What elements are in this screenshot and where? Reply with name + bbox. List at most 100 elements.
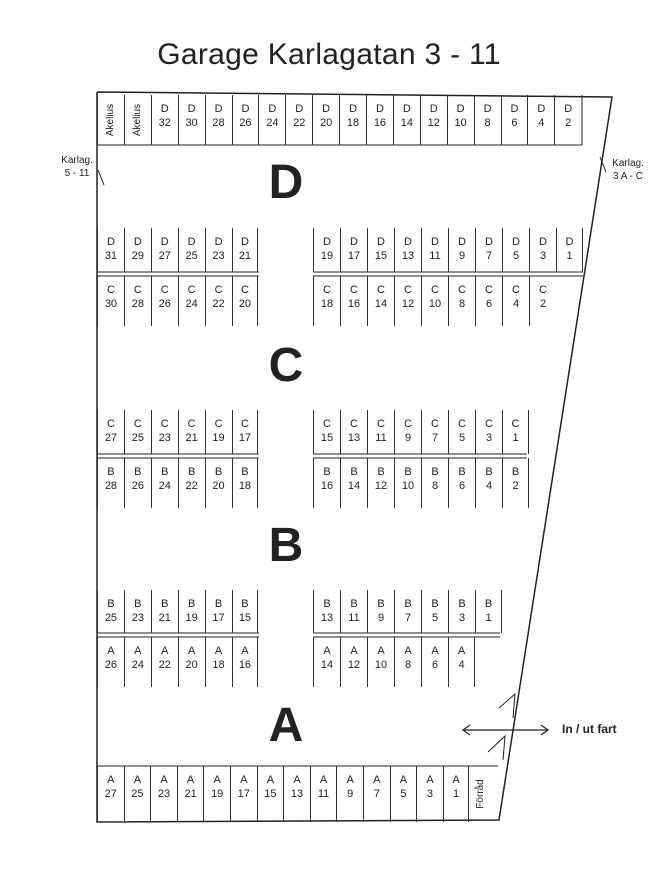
right-access-marker xyxy=(599,156,607,173)
slot-section: B xyxy=(458,466,466,478)
slot-section: A xyxy=(346,774,354,786)
slot-number: 10 xyxy=(428,298,442,310)
page-title: Garage Karlagatan 3 - 11 xyxy=(157,38,501,71)
slot-section: B xyxy=(404,466,412,478)
slot-section: A xyxy=(431,645,439,657)
slot-section: C xyxy=(431,284,439,296)
slot-number: 16 xyxy=(238,659,252,671)
slot-number: 28 xyxy=(212,117,225,129)
slot-section: C xyxy=(133,284,142,296)
slot-number: 19 xyxy=(320,250,334,262)
slot-section: B xyxy=(350,598,358,610)
slot-number: 1 xyxy=(566,250,573,262)
slot-number: 18 xyxy=(212,659,225,671)
slot-section: C xyxy=(485,284,493,296)
slot-section: D xyxy=(133,236,142,248)
slot-section: C xyxy=(133,418,142,430)
slot-section: B xyxy=(134,598,142,610)
slot-section: A xyxy=(319,774,328,786)
slot-number: 1 xyxy=(512,432,519,444)
slot-number: 31 xyxy=(104,250,118,262)
slot-section: D xyxy=(377,236,385,248)
slot-number: 24 xyxy=(131,659,144,671)
slot-section: B xyxy=(107,466,115,478)
slot-number: 13 xyxy=(290,788,304,800)
slot-section: A xyxy=(186,774,195,786)
slot-number: 11 xyxy=(348,612,360,624)
slot-section: D xyxy=(402,103,411,115)
slot-number: 26 xyxy=(131,480,144,492)
slot-number: 12 xyxy=(401,298,415,310)
slot-number: 13 xyxy=(347,432,361,444)
slot-number: 9 xyxy=(377,612,385,624)
slot-section: D xyxy=(323,236,331,248)
slot-section: B xyxy=(161,598,169,610)
slot-number: 26 xyxy=(239,117,252,129)
slot-number: 18 xyxy=(238,480,252,492)
slot-number: 24 xyxy=(185,298,198,310)
slot-number: 6 xyxy=(431,659,439,671)
storage-room: Förråd xyxy=(469,766,493,822)
slot-section: A xyxy=(107,774,115,786)
slot-number: 15 xyxy=(320,432,334,444)
slot-number: 7 xyxy=(373,788,380,800)
slot-section: A xyxy=(426,774,434,786)
slot-section: C xyxy=(323,284,331,296)
slot-number: 20 xyxy=(320,117,333,129)
slot-number: 27 xyxy=(104,432,118,444)
slot-number: 15 xyxy=(238,612,252,624)
parking-slot: D 29 xyxy=(123,228,151,272)
slot-number: 15 xyxy=(264,788,277,800)
slot-section: D xyxy=(537,103,546,115)
slot-section: C xyxy=(187,418,196,430)
parking-slot: D 19 xyxy=(313,228,340,272)
slot-number: 10 xyxy=(374,659,388,671)
slot-section: B xyxy=(350,466,358,478)
slot-number: 30 xyxy=(104,298,118,310)
slot-number: 17 xyxy=(238,432,252,444)
slot-section: D xyxy=(375,103,384,115)
gate-lower xyxy=(487,734,506,761)
slot-number: 13 xyxy=(401,250,415,262)
slot-section: A xyxy=(293,774,301,786)
slot-number: 19 xyxy=(185,612,198,624)
slot-number: 3 xyxy=(539,250,547,262)
gate-upper xyxy=(498,692,516,719)
slot-section: C xyxy=(377,284,385,296)
slot-number: 29 xyxy=(131,250,144,262)
slot-number: 25 xyxy=(131,788,144,800)
slot-number: 23 xyxy=(212,250,225,262)
slot-number: 18 xyxy=(346,117,360,129)
slot-number: 5 xyxy=(458,432,466,444)
slot-section: D xyxy=(187,236,196,248)
slot-number: 25 xyxy=(104,612,118,624)
slot-section: A xyxy=(457,645,466,657)
